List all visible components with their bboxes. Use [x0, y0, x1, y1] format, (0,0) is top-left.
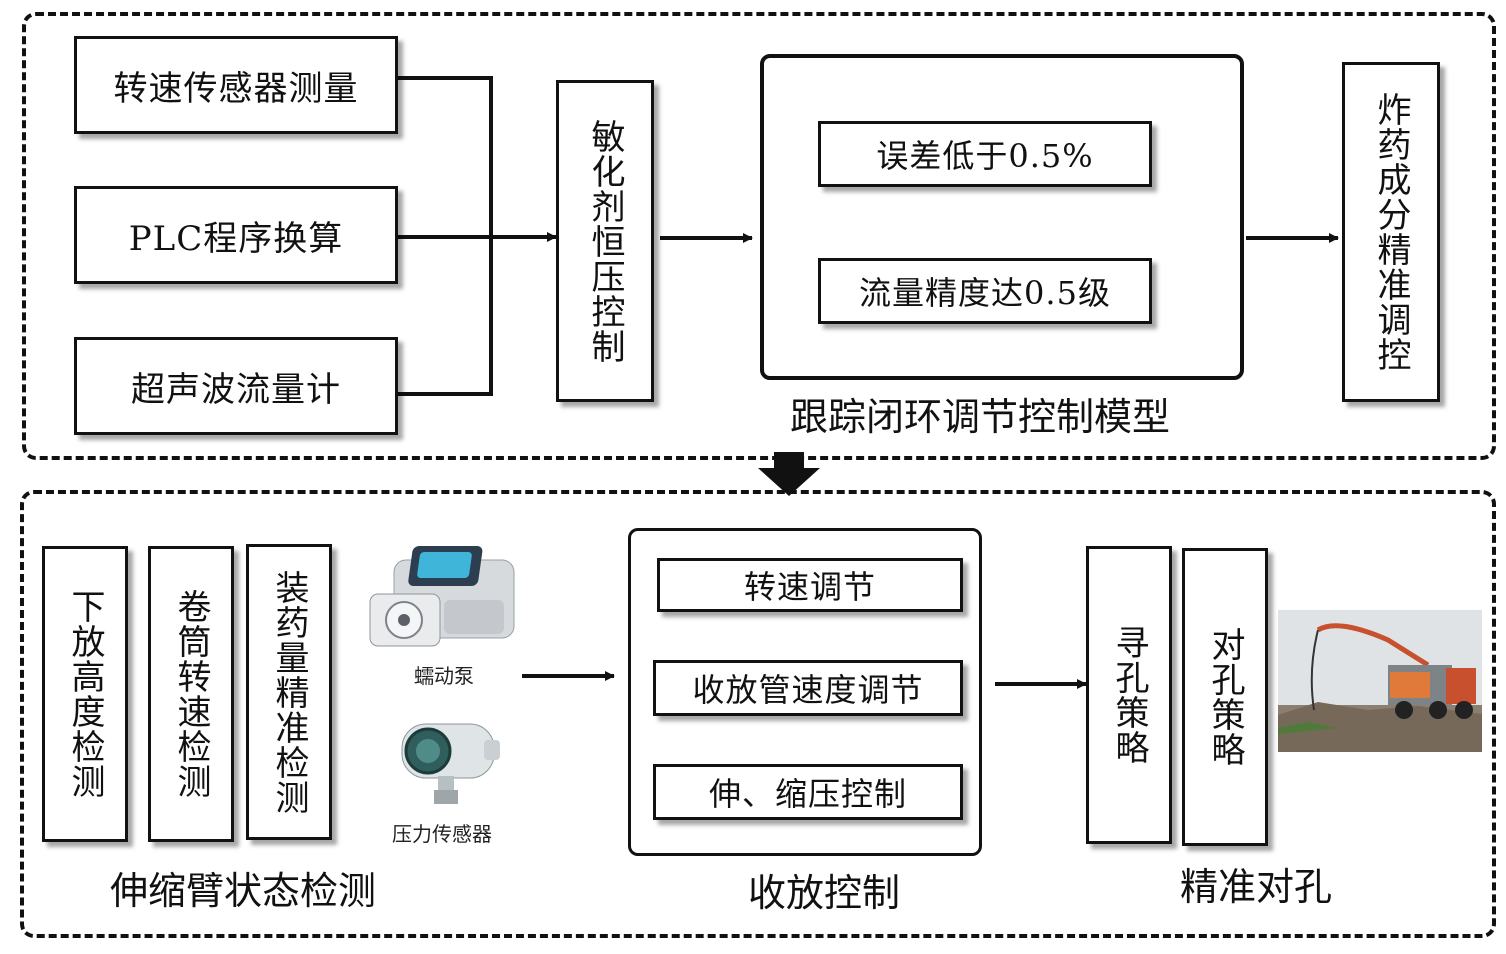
alignment-caption: 精准对孔	[1180, 865, 1333, 909]
retraction-pressure-control: 伸、缩压控制	[653, 764, 963, 820]
model-item-flow-precision: 流量精度达0.5级	[818, 258, 1152, 324]
detection-height: 下放高度检测	[42, 546, 128, 842]
input-speed-sensor: 转速传感器测量	[74, 36, 398, 134]
hole-search-strategy: 寻孔策略	[1086, 546, 1172, 844]
pressure-control-box: 敏化剂恒压控制	[556, 80, 654, 402]
model-caption: 跟踪闭环调节控制模型	[790, 395, 1171, 439]
retraction-caption: 收放控制	[748, 871, 901, 915]
model-item-error: 误差低于0.5%	[818, 121, 1152, 187]
top-section-frame	[22, 12, 1496, 460]
peristaltic-pump-image	[369, 546, 515, 647]
input-plc: PLC程序换算	[74, 186, 398, 284]
retraction-hose-speed: 收放管速度调节	[653, 660, 963, 716]
pump-label: 蠕动泵	[414, 664, 474, 688]
retraction-speed-adjust: 转速调节	[657, 558, 963, 612]
detection-charge-amount: 装药量精准检测	[246, 544, 332, 840]
pressure-sensor-label: 压力传感器	[392, 822, 492, 846]
hole-align-strategy: 对孔策略	[1182, 548, 1268, 846]
section-down-arrow	[758, 452, 820, 496]
detection-drum-speed: 卷筒转速检测	[148, 546, 234, 842]
closed-loop-model-box	[760, 54, 1244, 380]
bottom-section-frame	[20, 490, 1496, 938]
pressure-sensor-image	[401, 723, 500, 804]
detection-caption: 伸缩臂状态检测	[110, 869, 377, 913]
input-flowmeter: 超声波流量计	[74, 337, 398, 435]
output-box: 炸药成分精准调控	[1342, 62, 1440, 402]
charging-truck-photo	[1278, 610, 1482, 752]
